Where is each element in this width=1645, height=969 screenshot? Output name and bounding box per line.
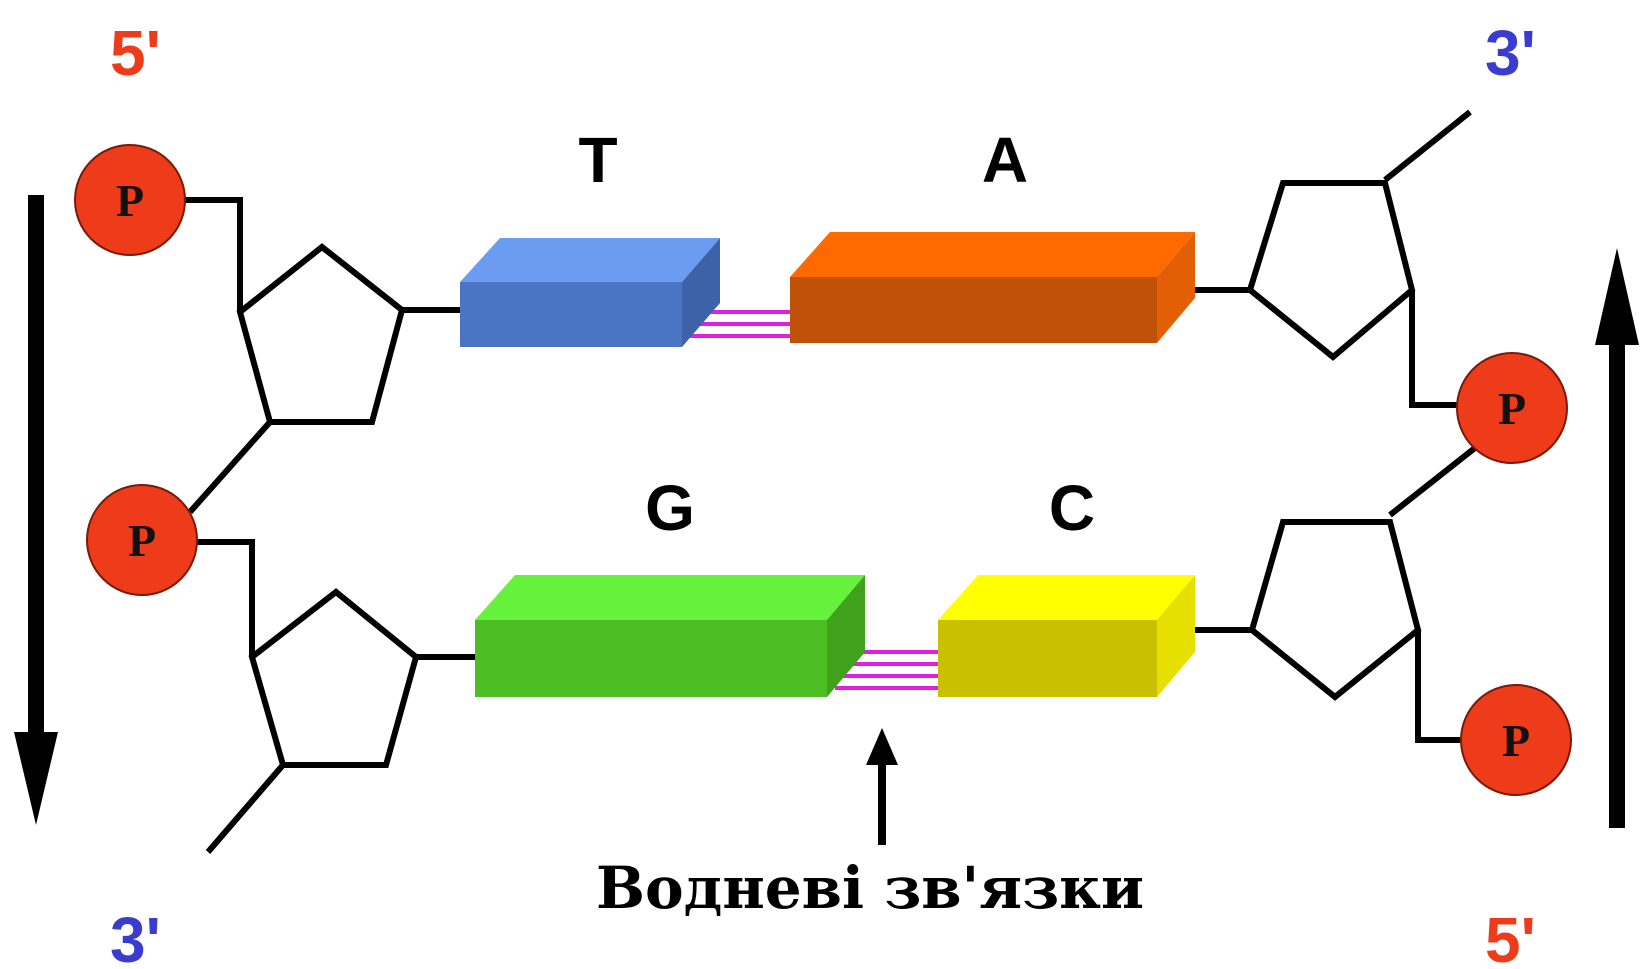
- left-strand-backbone: [183, 197, 475, 854]
- arrow-up-pointer-icon: [866, 728, 898, 845]
- right-strand-backbone: [1188, 109, 1487, 743]
- label-5prime-left: 5': [110, 17, 161, 89]
- sugar-pentagon: [248, 588, 420, 768]
- base-label-t: T: [578, 124, 617, 196]
- svg-text:P: P: [116, 175, 144, 226]
- phosphate-left-middle: P: [86, 484, 198, 596]
- label-5prime-right: 5': [1485, 904, 1536, 969]
- sugar-pentagon: [1248, 519, 1422, 701]
- svg-text:P: P: [128, 515, 156, 566]
- base-block-t: [460, 238, 720, 347]
- caption-hydrogen-bonds: Водневі зв'язки: [596, 854, 1144, 922]
- base-label-c: C: [1049, 472, 1095, 544]
- sugar-pentagon: [236, 243, 406, 425]
- arrow-down-icon: [14, 195, 58, 825]
- svg-text:P: P: [1498, 383, 1526, 434]
- sugar-pentagon: [1246, 180, 1416, 361]
- arrow-up-icon: [1595, 248, 1639, 828]
- phosphate-right-middle: P: [1456, 352, 1568, 464]
- base-label-a: A: [982, 124, 1028, 196]
- label-3prime-right: 3': [1485, 17, 1536, 89]
- base-block-g: [475, 575, 865, 697]
- label-3prime-left: 3': [110, 904, 161, 969]
- phosphate-left-top: P: [74, 144, 186, 256]
- base-block-a: [790, 232, 1195, 343]
- base-block-c: [938, 575, 1195, 697]
- phosphate-right-bottom: P: [1460, 684, 1572, 796]
- svg-text:P: P: [1502, 715, 1530, 766]
- base-label-g: G: [645, 472, 695, 544]
